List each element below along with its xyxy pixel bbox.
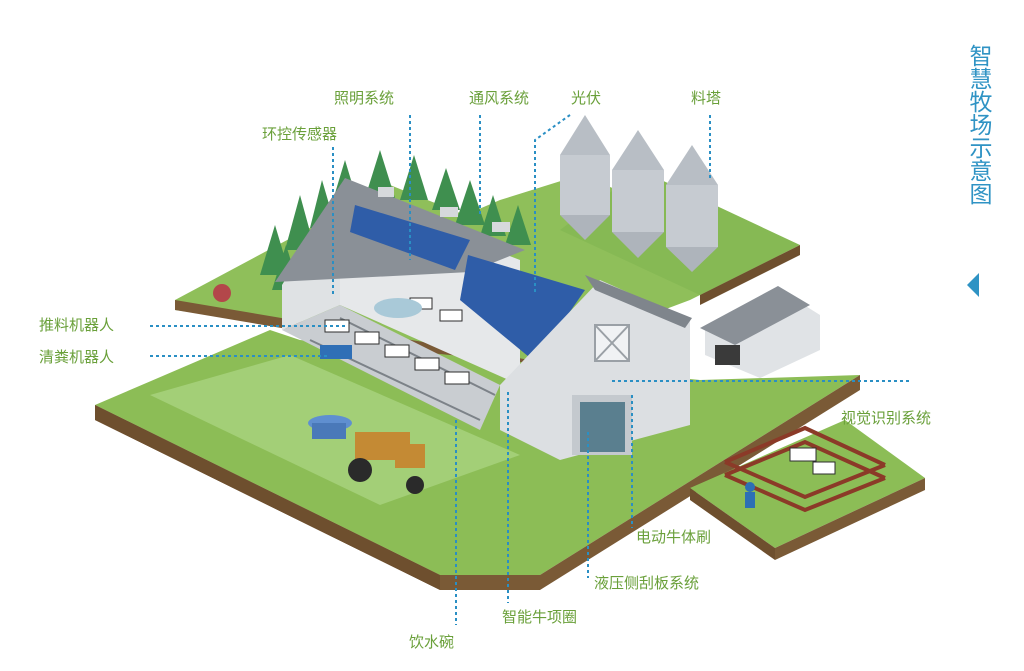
shed — [700, 286, 820, 378]
feed-silos — [560, 115, 718, 272]
leader-lines — [150, 114, 912, 625]
label-cow-brush: 电动牛体刷 — [636, 528, 712, 546]
label-feed-robot: 推料机器人 — [39, 316, 115, 334]
barn — [275, 178, 692, 460]
label-manure-robot: 清粪机器人 — [39, 348, 115, 366]
diagram-title: 智慧牧场示意图 — [965, 44, 991, 205]
triangle-left-icon — [967, 273, 979, 297]
tractor — [308, 415, 425, 494]
fence-cows — [789, 447, 836, 475]
collapse-toggle[interactable] — [960, 270, 986, 300]
label-photovoltaic: 光伏 — [571, 89, 602, 107]
label-hydraulic-scraper: 液压侧刮板系统 — [594, 574, 700, 592]
label-feed-tower: 料塔 — [691, 89, 722, 107]
label-vision-system: 视觉识别系统 — [841, 409, 932, 427]
label-water-bowl: 饮水碗 — [409, 633, 455, 651]
label-smart-collar: 智能牛项圈 — [502, 608, 578, 626]
label-lighting-system: 照明系统 — [334, 89, 395, 107]
label-env-sensor: 环控传感器 — [262, 125, 338, 143]
label-ventilation-system: 通风系统 — [469, 89, 530, 107]
